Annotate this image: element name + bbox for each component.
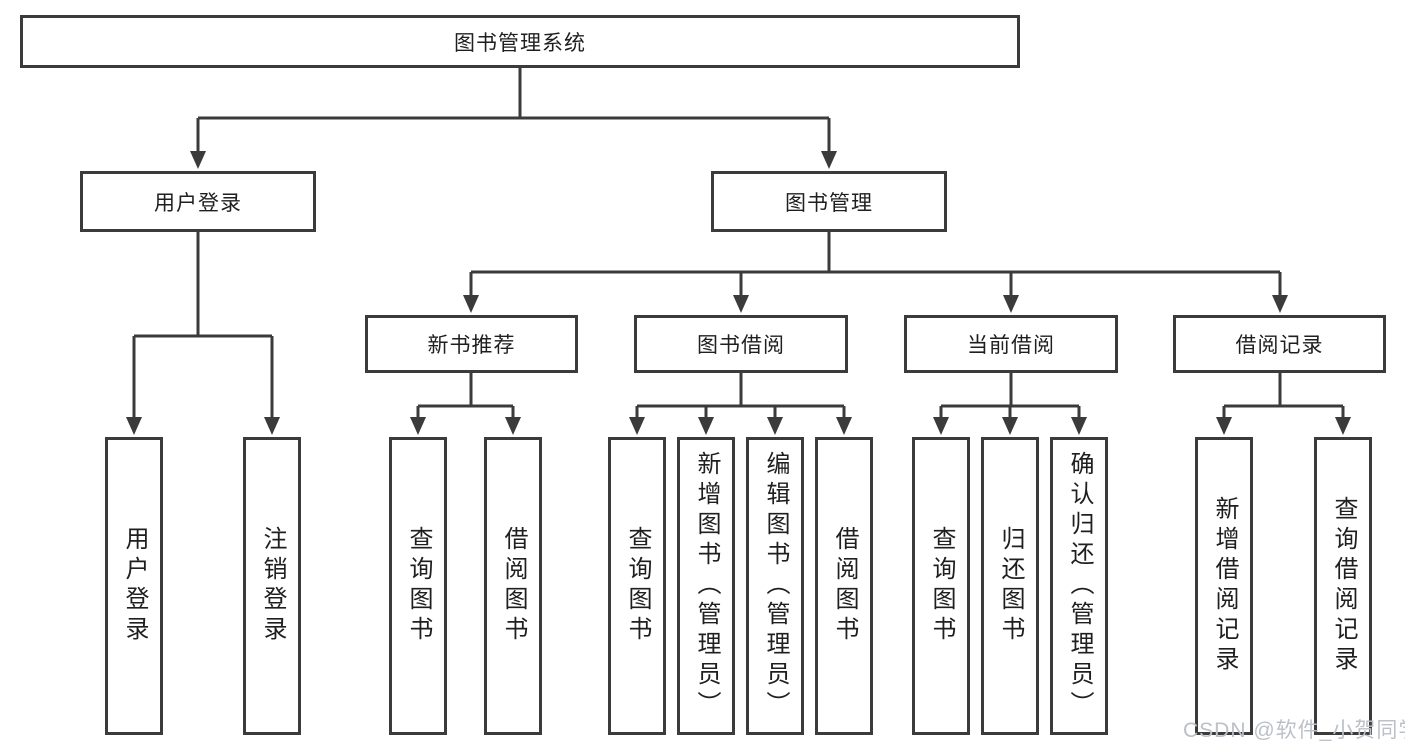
connector-bookborrow-to-leaves: [629, 373, 852, 435]
node-label: 查询借阅记录: [1330, 496, 1357, 676]
node-leaf-edit-books-admin: 编辑图书（管理员）: [746, 437, 804, 735]
node-label: 图书管理系统: [454, 31, 586, 55]
node-label: 查询图书: [624, 526, 651, 646]
node-label: 用户登录: [121, 526, 148, 646]
node-label: 当前借阅: [967, 334, 1055, 357]
node-label: 新增借阅记录: [1211, 496, 1238, 676]
node-label: 图书借阅: [697, 334, 785, 357]
node-borrowing-records: 借阅记录: [1173, 315, 1386, 373]
node-leaf-user-login: 用户登录: [105, 437, 163, 735]
node-user-login: 用户登录: [80, 171, 316, 232]
node-label: 新增图书（管理员）: [693, 451, 720, 721]
node-new-book-recommendation: 新书推荐: [365, 315, 578, 373]
connector-userlogin-to-leaves: [126, 232, 280, 435]
connector-root-to-level2: [190, 68, 837, 169]
node-book-borrowing: 图书借阅: [634, 315, 848, 373]
node-label: 归还图书: [997, 526, 1024, 646]
node-leaf-query-books-cb: 查询图书: [912, 437, 970, 735]
connector-borrowrecords-to-leaves: [1216, 373, 1351, 435]
node-library-management-system: 图书管理系统: [20, 15, 1020, 68]
node-leaf-return-books: 归还图书: [981, 437, 1039, 735]
connector-newbookrec-to-leaves: [410, 373, 521, 435]
node-label: 借阅图书: [831, 526, 858, 646]
node-label: 查询图书: [928, 526, 955, 646]
node-leaf-query-books-rec: 查询图书: [389, 437, 447, 735]
node-label: 注销登录: [259, 526, 286, 646]
node-leaf-add-books-admin: 新增图书（管理员）: [677, 437, 735, 735]
connector-bookmgmt-to-level3: [463, 232, 1288, 313]
node-label: 新书推荐: [427, 334, 516, 357]
node-current-borrowing: 当前借阅: [904, 315, 1118, 373]
connector-currentborrow-to-leaves: [933, 373, 1087, 435]
node-book-management: 图书管理: [711, 171, 947, 232]
node-leaf-logout: 注销登录: [243, 437, 301, 735]
node-label: 编辑图书（管理员）: [762, 451, 789, 721]
node-leaf-borrow-books-rec: 借阅图书: [484, 437, 542, 735]
node-leaf-query-borrow-record: 查询借阅记录: [1314, 437, 1372, 735]
node-leaf-query-books-bb: 查询图书: [608, 437, 666, 735]
node-label: 借阅记录: [1235, 334, 1324, 357]
node-label: 图书管理: [785, 191, 873, 215]
node-label: 查询图书: [405, 526, 432, 646]
node-label: 借阅图书: [500, 526, 527, 646]
node-leaf-add-borrow-record: 新增借阅记录: [1195, 437, 1253, 735]
csdn-watermark: CSDN @软件_小贺同学: [1183, 719, 1405, 742]
node-label: 用户登录: [154, 191, 242, 215]
node-label: 确认归还（管理员）: [1066, 451, 1093, 721]
node-leaf-confirm-return-admin: 确认归还（管理员）: [1050, 437, 1108, 735]
node-leaf-borrow-books-bb: 借阅图书: [815, 437, 873, 735]
